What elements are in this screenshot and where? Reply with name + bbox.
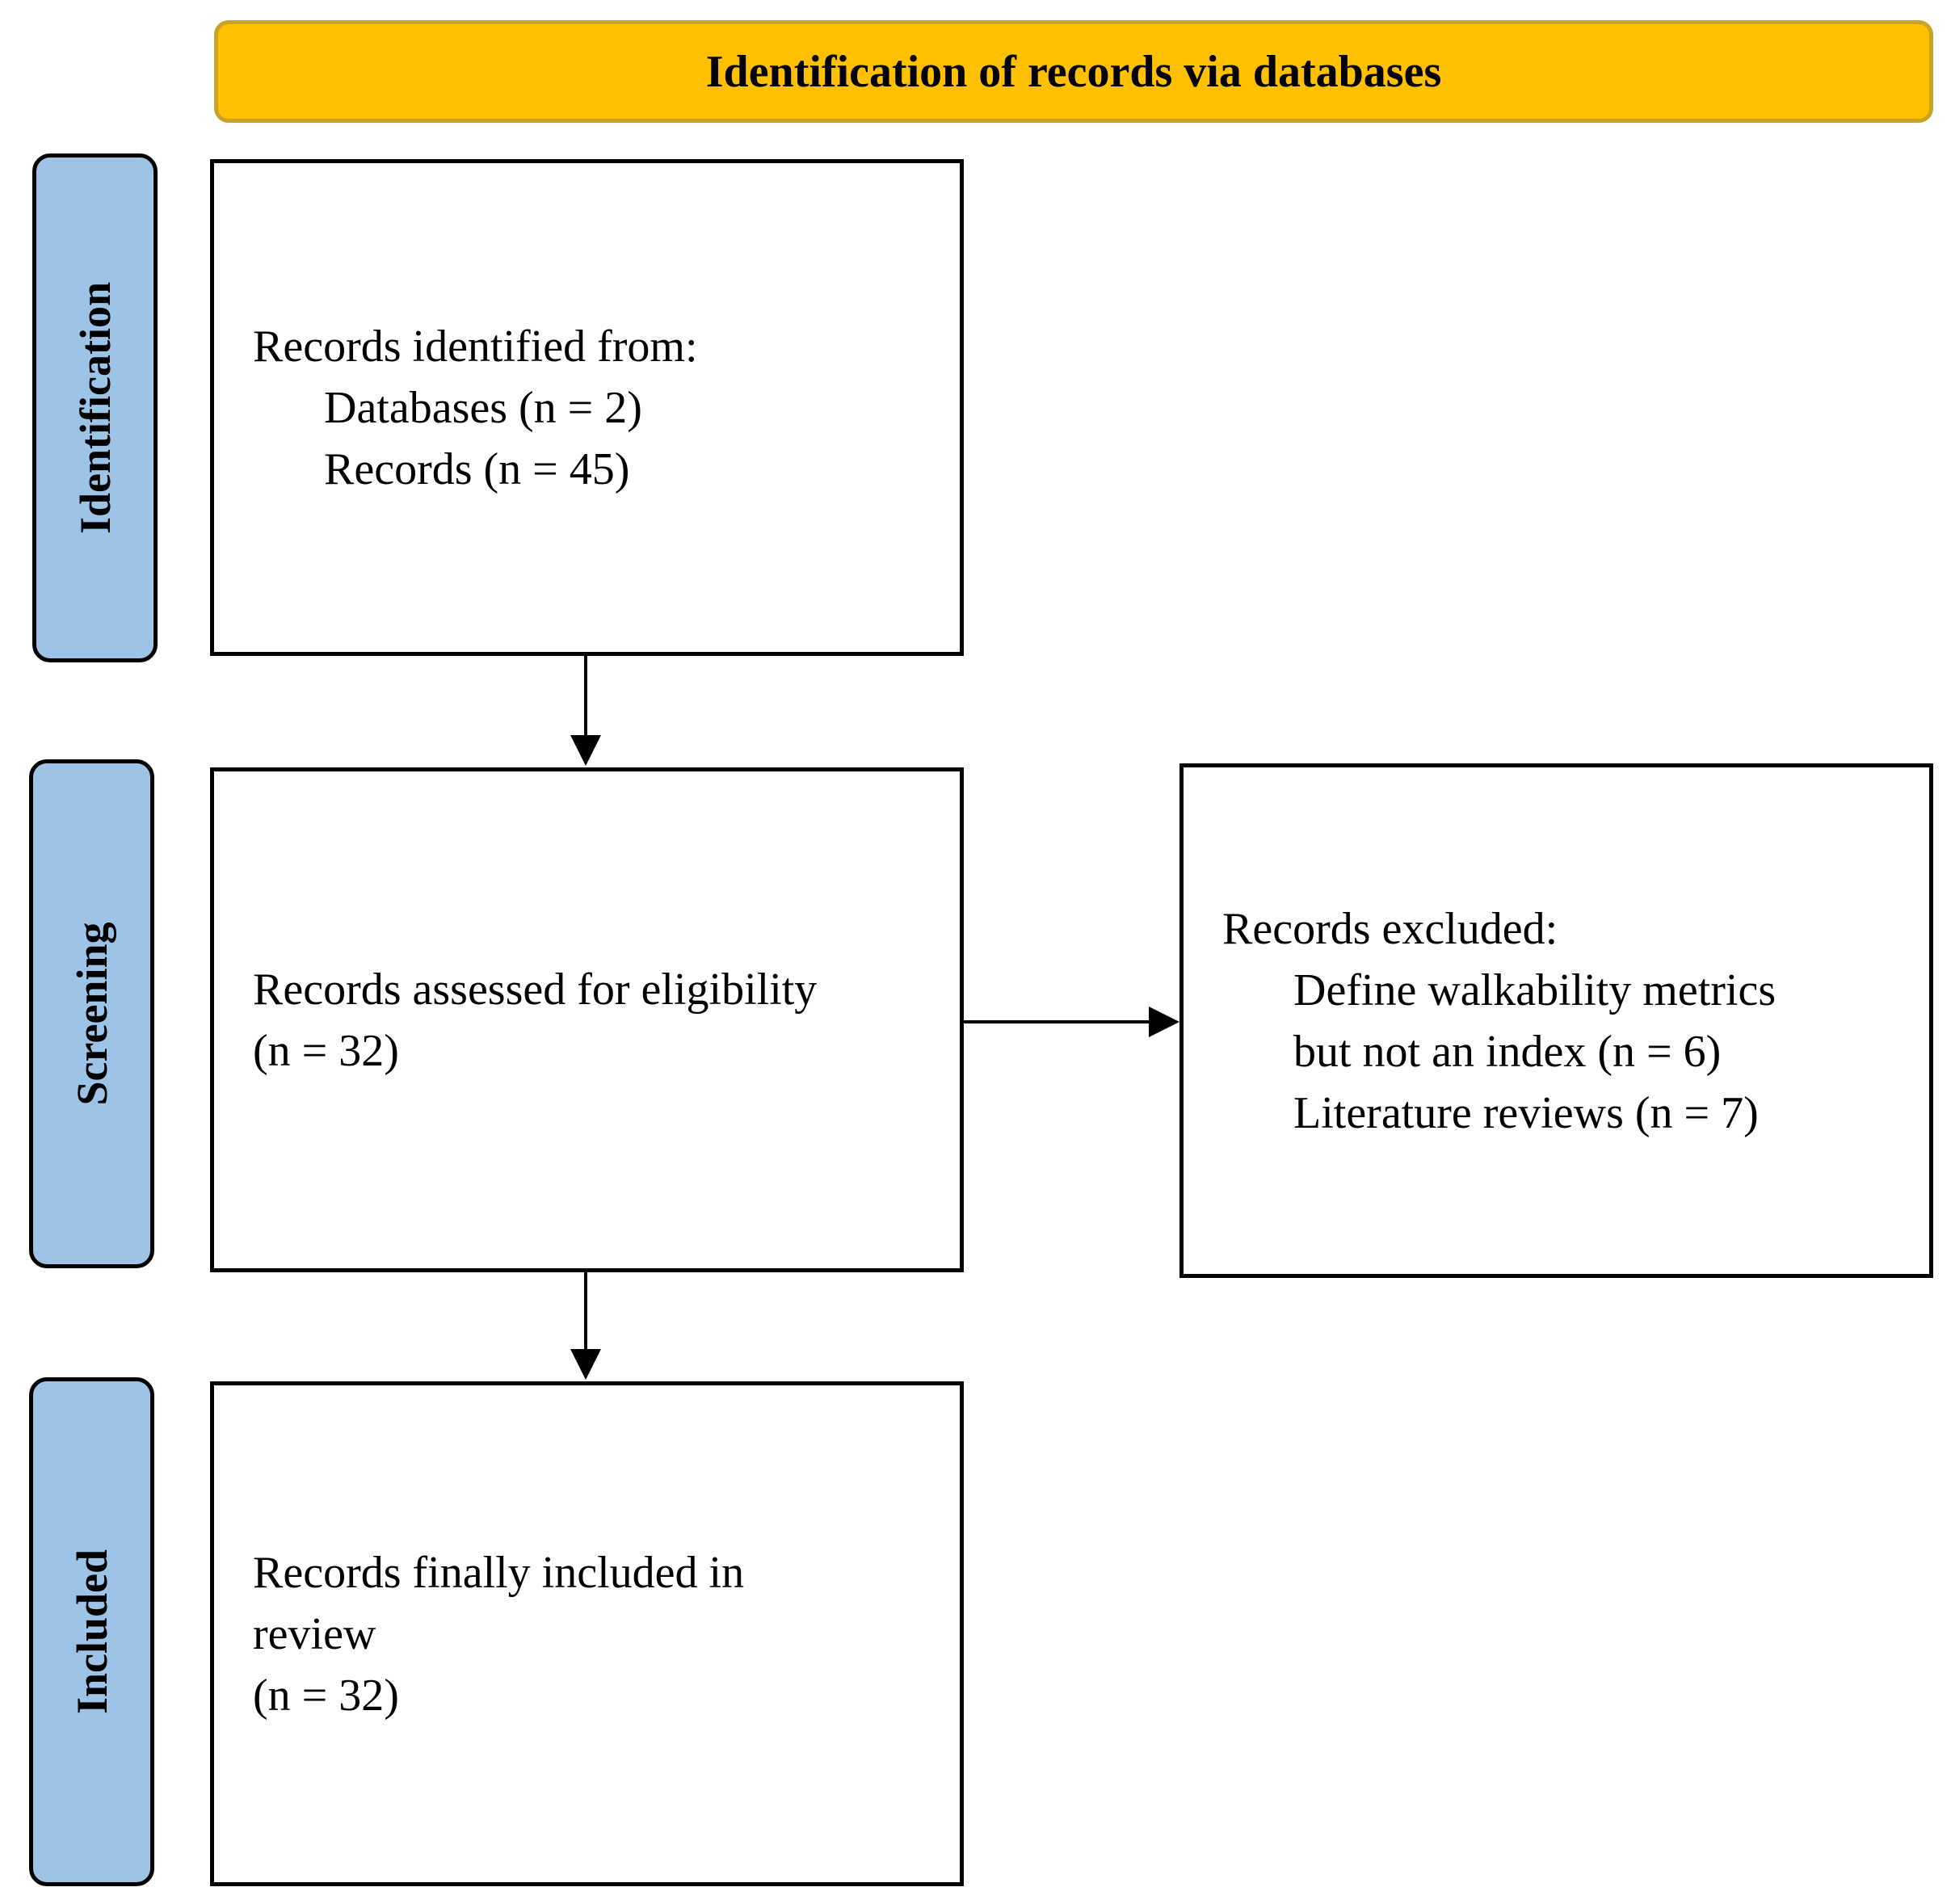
box-records-excluded: Records excluded: Define walkability met… [1179,763,1933,1278]
header-banner: Identification of records via databases [214,20,1933,123]
excluded-line-1: Records excluded: [1222,903,1558,954]
phase-tab-screening: Screening [29,759,154,1268]
included-line-2: review [253,1608,376,1659]
excluded-line-4: Literature reviews (n = 7) [1293,1087,1759,1138]
assessed-line-2: (n = 32) [253,1025,399,1076]
phase-tab-included: Included [29,1377,154,1886]
phase-tab-identification: Identification [32,153,158,662]
box-records-excluded-text: Records excluded: Define walkability met… [1222,898,1905,1144]
included-line-3: (n = 32) [253,1670,399,1721]
box-records-identified-text: Records identified from: Databases (n = … [253,316,936,500]
excluded-line-2: Define walkability metrics [1293,965,1777,1015]
phase-label-included: Included [67,1549,116,1715]
assessed-line-1: Records assessed for eligibility [253,964,818,1015]
arrow-assessed-to-included [570,1272,601,1380]
box-records-included-text: Records finally included in review (n = … [253,1542,936,1726]
identified-line-2: Databases (n = 2) [324,382,642,433]
identified-line-3: Records (n = 45) [324,443,630,494]
arrow-identified-to-assessed [570,656,601,766]
box-records-assessed: Records assessed for eligibility (n = 32… [210,767,964,1272]
box-records-assessed-text: Records assessed for eligibility (n = 32… [253,959,936,1082]
phase-label-screening: Screening [67,922,116,1106]
box-records-included: Records finally included in review (n = … [210,1381,964,1886]
included-line-1: Records finally included in [253,1547,745,1598]
identified-line-1: Records identified from: [253,321,698,372]
header-title: Identification of records via databases [705,46,1442,97]
box-records-identified: Records identified from: Databases (n = … [210,159,964,656]
arrow-assessed-to-excluded [964,1007,1179,1037]
phase-label-identification: Identification [70,281,120,535]
excluded-line-3: but not an index (n = 6) [1293,1026,1722,1077]
